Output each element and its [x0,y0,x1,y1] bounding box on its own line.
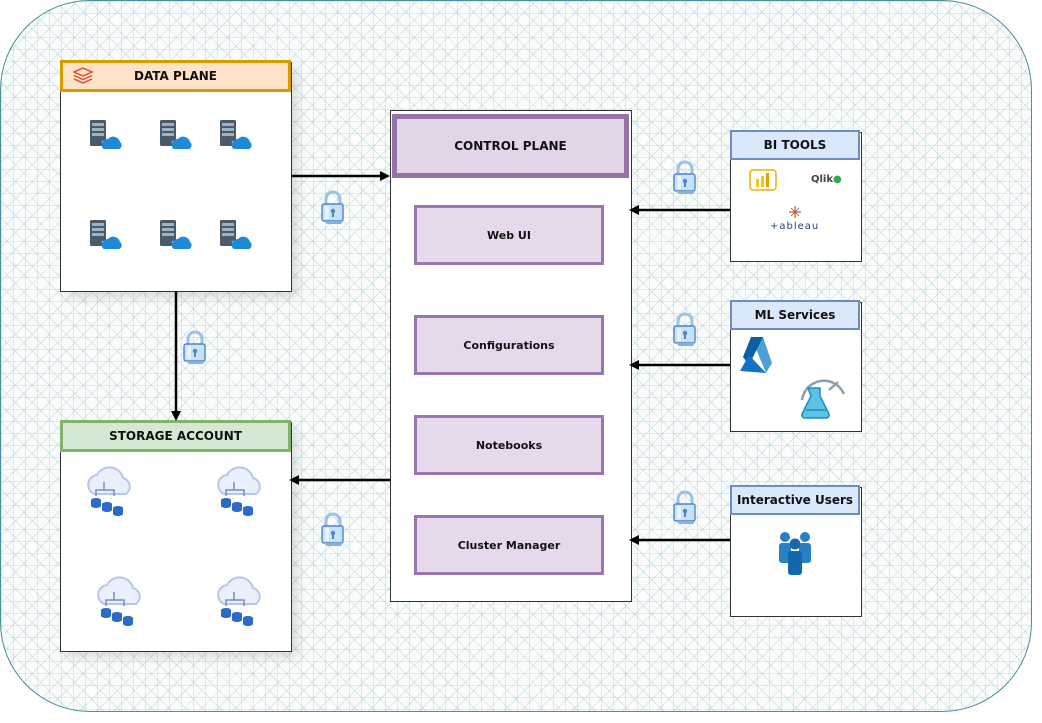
bi-tools-title: BI TOOLS [763,138,827,152]
virtual-machine-icon [88,218,122,254]
tableau-cross-icon [789,206,801,218]
padlock-icon [672,490,698,530]
web-ui-label: Web UI [487,228,531,242]
storage-account-title: STORAGE ACCOUNT [109,429,242,443]
interactive-users-title: Interactive Users [736,493,854,507]
padlock-icon [320,190,346,230]
data-plane-container[interactable] [60,62,292,292]
qlik-dot-icon: ● [833,174,842,185]
virtual-machine-icon [218,218,252,254]
configurations-label: Configurations [463,338,555,352]
tableau-logo: +ableau [770,221,819,232]
data-plane-title: DATA PLANE [133,69,217,83]
cloud-database-icon [82,460,138,522]
padlock-icon [672,312,698,352]
cloud-database-icon [92,570,148,632]
bi-tools-header[interactable]: BI TOOLS [730,130,860,160]
virtual-machine-icon [158,118,192,154]
notebooks-box[interactable]: Notebooks [414,415,604,475]
cluster-manager-box[interactable]: Cluster Manager [414,515,604,575]
web-ui-box[interactable]: Web UI [414,205,604,265]
padlock-icon [672,160,698,200]
notebooks-label: Notebooks [475,438,543,452]
azure-ml-icon [740,337,772,373]
cloud-database-icon [212,460,268,522]
qlik-logo: Qlik● [811,174,842,185]
padlock-icon [182,330,208,370]
configurations-box[interactable]: Configurations [414,315,604,375]
cloud-database-icon [212,570,268,632]
interactive-users-header[interactable]: Interactive Users [730,485,860,515]
tableau-logo-text: +ableau [770,221,820,232]
control-plane-title: CONTROL PLANE [454,139,567,153]
users-group-icon [779,532,811,575]
databricks-layers-icon [73,67,93,84]
virtual-machine-icon [218,118,252,154]
power-bi-icon [749,169,777,191]
ml-services-header[interactable]: ML Services [730,300,860,330]
virtual-machine-icon [88,118,122,154]
qlik-logo-text: Qlik [811,174,834,185]
ml-services-title: ML Services [754,308,836,322]
cluster-manager-label: Cluster Manager [457,538,561,552]
ml-studio-icon [800,379,846,419]
control-plane-header[interactable]: CONTROL PLANE [392,114,629,178]
virtual-machine-icon [158,218,192,254]
data-plane-header[interactable]: DATA PLANE [60,60,291,92]
storage-account-header[interactable]: STORAGE ACCOUNT [60,420,291,452]
padlock-icon [320,512,346,552]
